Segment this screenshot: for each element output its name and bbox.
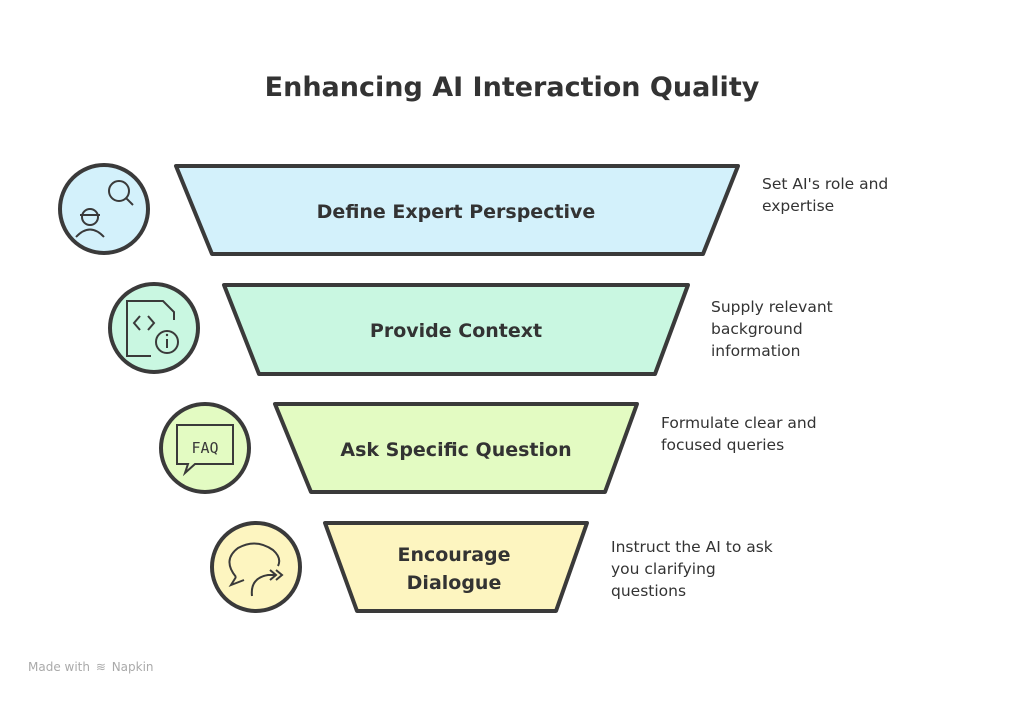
svg-text:FAQ: FAQ <box>191 439 218 457</box>
stage-3: Ask Specific Question FAQ <box>159 402 639 494</box>
napkin-logo-icon: ≋ <box>95 660 106 674</box>
stage-3-band <box>273 402 639 494</box>
stage-1-description: Set AI's role and expertise <box>762 175 889 215</box>
stage-4-label-line-2: Dialogue <box>407 572 502 594</box>
stage-4-band <box>323 521 589 613</box>
stage-2-description: Supply relevant background information <box>711 298 833 360</box>
expert-search-icon <box>58 163 150 255</box>
stage-4: Encourage Dialogue <box>210 521 589 613</box>
stage-3-label: Ask Specific Question <box>340 439 571 461</box>
napkin-brand: Napkin <box>111 660 154 674</box>
dialogue-icon <box>210 521 302 613</box>
made-with-footer: Made with ≋ Napkin <box>28 660 154 674</box>
code-document-info-icon <box>108 282 200 374</box>
made-with-label: Made with <box>28 660 90 674</box>
stage-2-band <box>222 283 690 376</box>
stage-2-label: Provide Context <box>370 320 542 342</box>
stage-4-description: Instruct the AI to ask you clarifying qu… <box>611 538 773 600</box>
stage-3-description: Formulate clear and focused queries <box>661 414 817 454</box>
stage-4-label-line-1: Encourage <box>397 544 510 566</box>
diagram-title: Enhancing AI Interaction Quality <box>265 72 760 103</box>
faq-icon: FAQ <box>159 402 251 494</box>
stage-2: Provide Context <box>108 282 690 376</box>
stage-1-label: Define Expert Perspective <box>317 201 596 223</box>
stage-1: Define Expert Perspective <box>58 163 740 256</box>
stage-1-band <box>174 164 740 256</box>
